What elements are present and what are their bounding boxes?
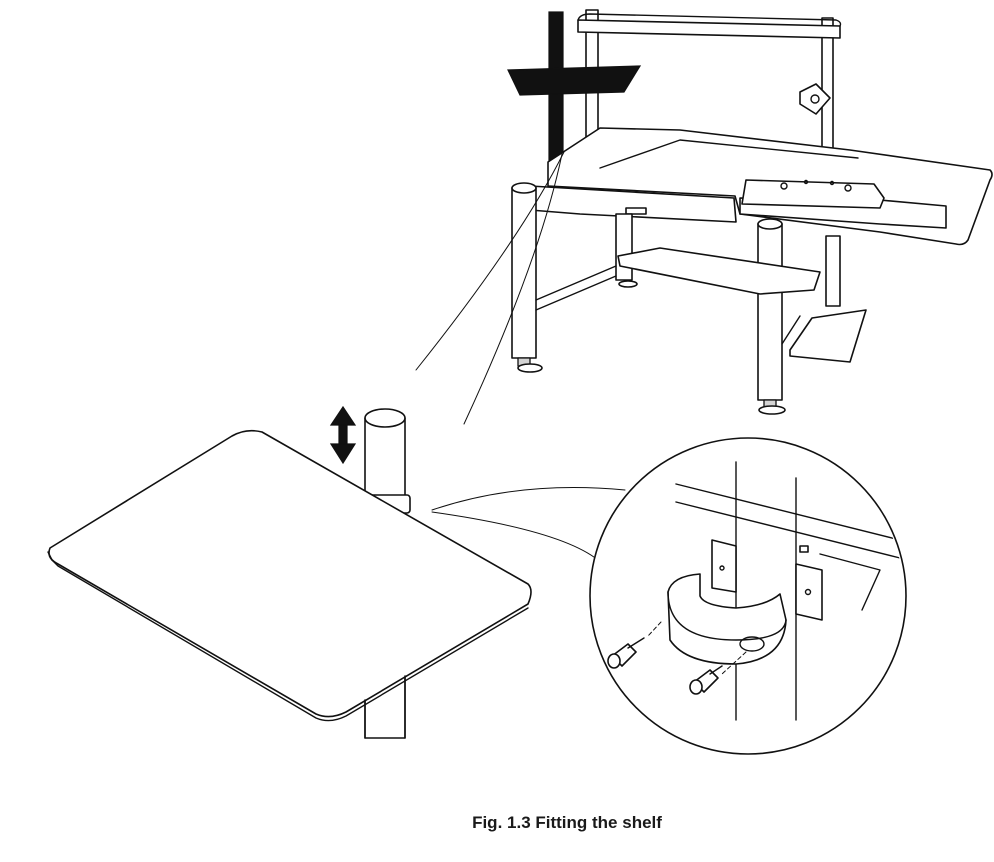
monitor-mount-plate [799,83,831,115]
desk-leg-back-right [825,235,841,307]
foot-rest [789,309,867,363]
magnified-clamp-detail [431,437,907,755]
hex-socket-screw-icon [689,665,723,695]
shelf-board [48,429,532,718]
shelf-illustration [47,408,532,739]
callout-line-left [415,151,565,371]
black-platform [507,65,642,96]
hex-socket-screw-icon [607,637,645,669]
top-shelf [577,19,841,39]
detail-circle [589,437,907,755]
callout-line-right [463,153,563,425]
lower-shelf [617,247,821,295]
desk-leg-front-left [511,187,537,359]
desk-leg-back-left [615,213,633,281]
up-down-arrow-icon [329,405,357,465]
desk-leg-front-right [757,223,783,401]
figure-caption: Fig. 1.3 Fitting the shelf [472,813,662,832]
workstation-desk-illustration [415,9,993,425]
clamp-collar [667,573,787,665]
control-bar [741,179,885,209]
